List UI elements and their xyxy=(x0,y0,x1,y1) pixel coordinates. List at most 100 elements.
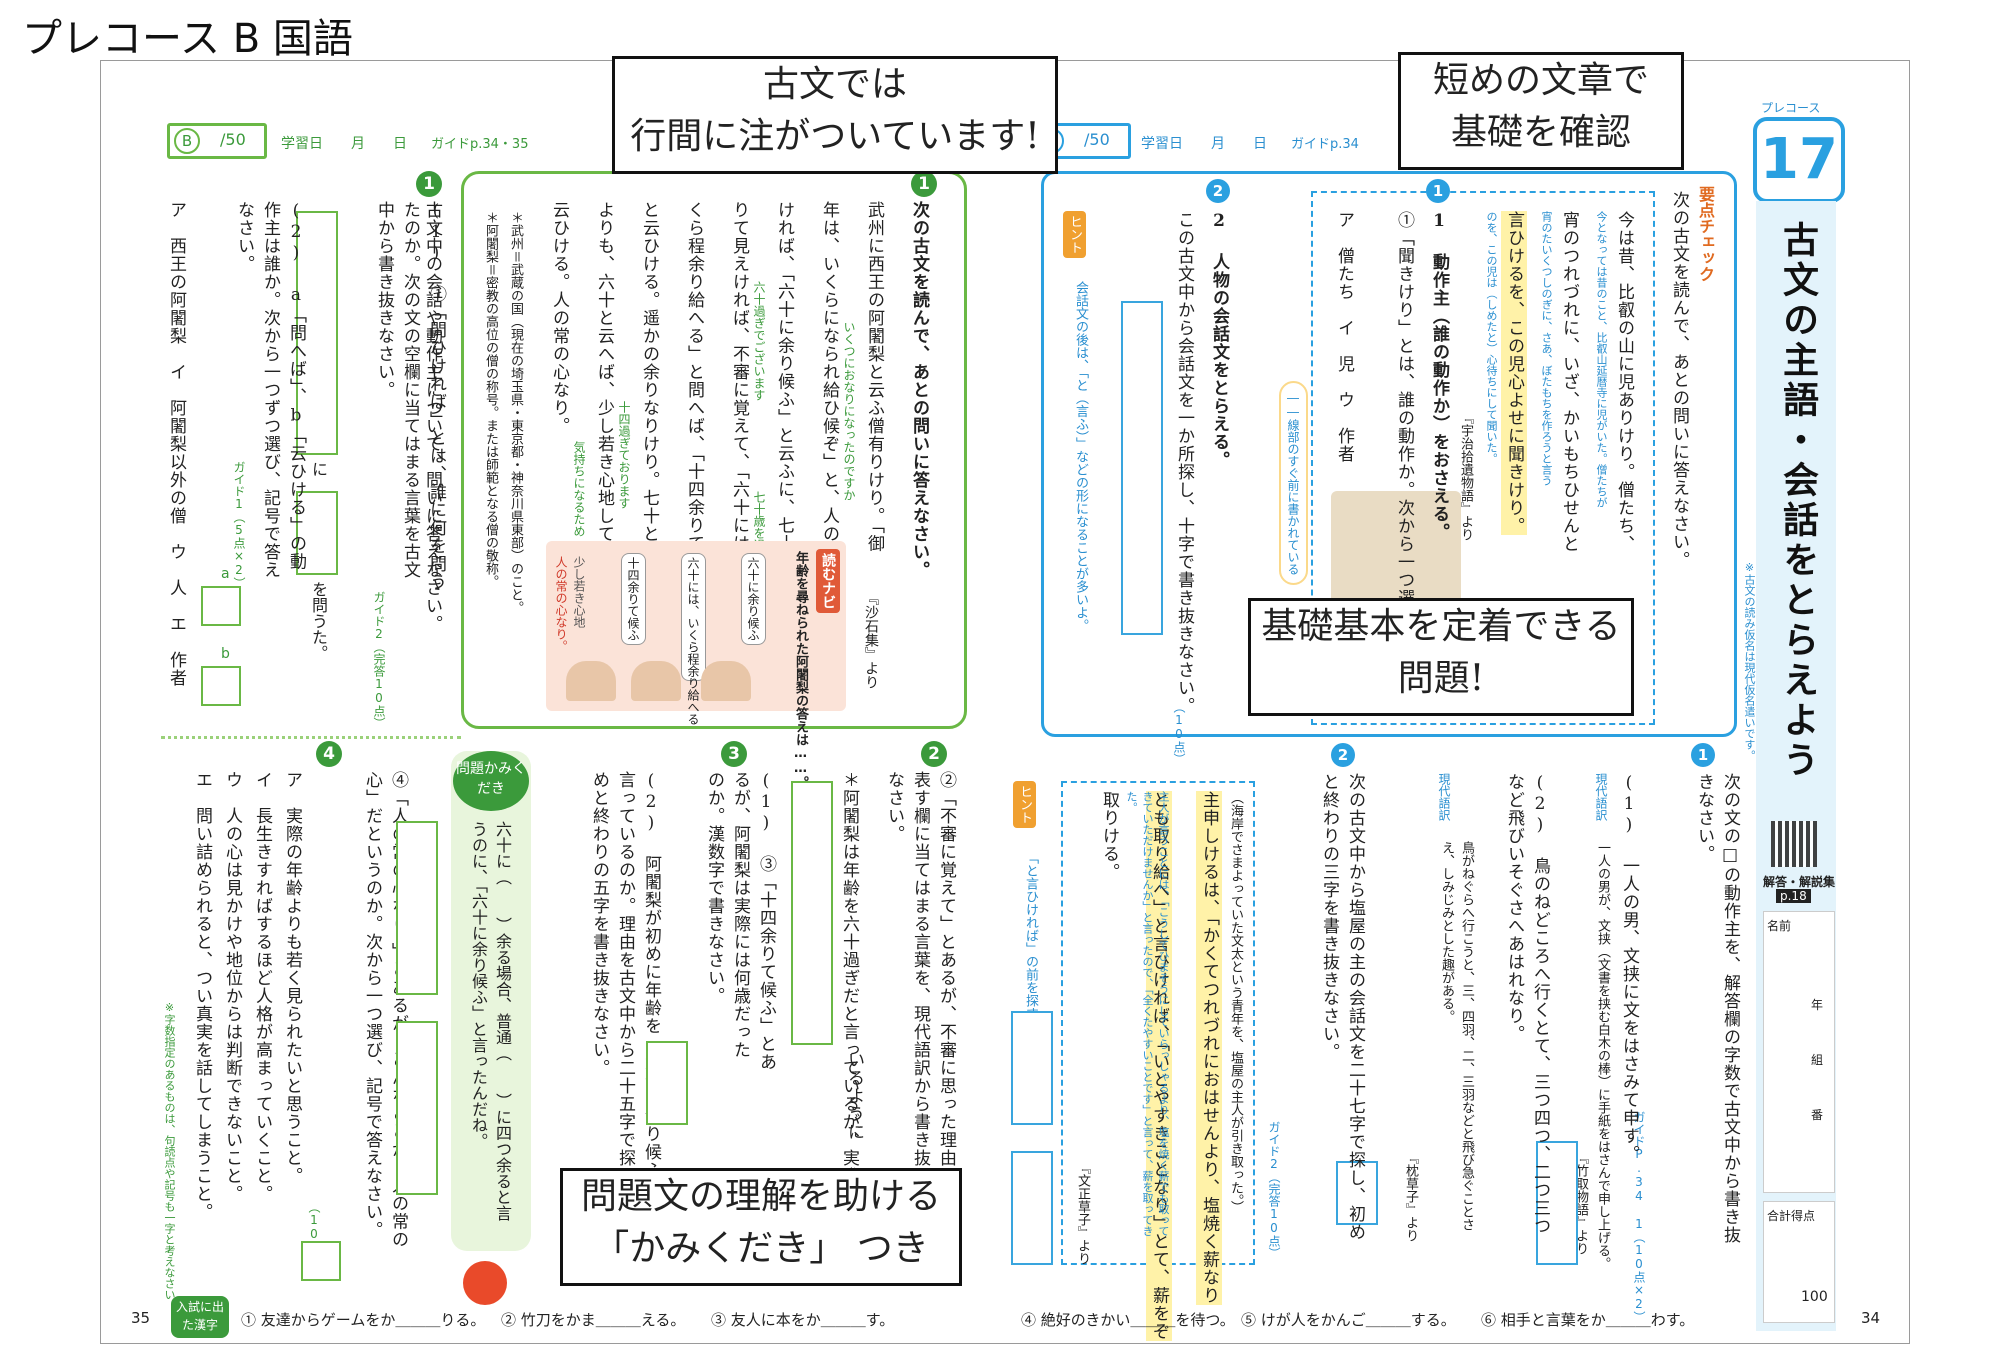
callout-3-line-1: 基礎基本を定着できる xyxy=(1261,606,1621,647)
answer-box-q3[interactable] xyxy=(646,1041,688,1125)
answer-box-q1b-2[interactable] xyxy=(1336,1161,1378,1225)
q2a-head: 2 人物の会話文をとらえる。 xyxy=(1209,211,1229,469)
q2a-hint: 会話文の後は、「と（言ふ）」などの形になることが多いよ。 xyxy=(1073,281,1088,632)
q1-p1: (1) ①「問ひければ」とは、誰に何を問うたのか。次の文の空欄に当てはまる言葉を… xyxy=(374,201,446,591)
q1-guide1: ガイド2（完答10点） xyxy=(372,591,386,729)
qr-page: p.18 xyxy=(1776,889,1811,903)
score-max-right: /50 xyxy=(1084,130,1110,149)
youten-frame xyxy=(1041,171,1737,737)
answer-box-q1b-1[interactable] xyxy=(1536,1141,1578,1265)
q1b-number: 1 xyxy=(416,171,442,197)
youten-head: 次の古文を読んで、あとの問いに答えなさい。 xyxy=(1669,191,1689,569)
answer-box-q4[interactable] xyxy=(301,1241,341,1281)
kanji-item-4: ④ 絶好のきかい＿＿＿を待つ。 xyxy=(1021,1311,1235,1329)
q2b-source: 『文正草子』より xyxy=(1075,1161,1090,1265)
kobun-line-7: よりも、六十と云へば、少し若き心地して、かく xyxy=(594,201,614,597)
answer-box-q2[interactable] xyxy=(791,781,833,1045)
q3-p1: (1) ③「十四余りて候ふ」とあるが、阿闍梨は実際には何歳だったのか。漢数字で書… xyxy=(704,771,776,1071)
q2a-text: この古文中から会話文を一か所探し、十字で書き抜きなさい。 xyxy=(1174,211,1194,715)
textbook-spread: B /50 学習日 月 日 ガイドp.34・35 1 次の古文を読んで、あとの問… xyxy=(100,60,1910,1344)
kamikudaki-text: 六十に（ ）余る場合、普通（ ）に四つ余ると言うのに、「六十に余り候ふ」と言った… xyxy=(469,821,512,1221)
q2a-points: （10点） xyxy=(1172,701,1186,765)
score-box: B /50 xyxy=(167,123,267,159)
callout-3-line-2: 問題! xyxy=(1397,658,1485,699)
youten-label: 要点チェック xyxy=(1696,186,1715,282)
gloss-2: 六十過ぎでございます xyxy=(752,281,766,401)
total-label: 合計得点 xyxy=(1767,1209,1816,1223)
q1-number: 1 xyxy=(911,171,937,197)
source: 『沙石集』より xyxy=(863,591,879,689)
q2-tail: いるように xyxy=(844,1051,864,1141)
note-1: ＊武州＝武蔵の国（現在の埼玉県・東京都・神奈川県東部）のこと。 xyxy=(508,211,523,614)
left-page: B /50 学習日 月 日 ガイドp.34・35 1 次の古文を読んで、あとの問… xyxy=(101,61,1001,1343)
navi-illustration-3 xyxy=(566,661,616,701)
navi-title: 読むナビ xyxy=(816,549,840,613)
kobun-line-3: ければ、「六十に余り候ふ」と云ふに、七十に余 xyxy=(774,201,794,589)
kamikudaki-title: 問題かみくだき xyxy=(456,761,526,797)
youten-line-2: 宵のつれづれに、いざ、かいもちひせんと xyxy=(1559,211,1579,553)
q1b-p2: (2) 鳥のねどころへ行くとて、三つ四つ、二つ三つなど飛びいそぐさへあはれなり。 xyxy=(1504,773,1550,1235)
q1a-bubble: ――線部のすぐ前に書かれている xyxy=(1279,381,1308,585)
answer-box-q2b-start[interactable] xyxy=(1011,1011,1053,1125)
q1b-p1: (1) 一人の男、文挟に文をはさみて申す。 xyxy=(1619,773,1639,1163)
page-title: プレコース B 国語 xyxy=(22,16,353,62)
callout-2-line-2: 基礎を確認 xyxy=(1450,112,1631,153)
navi-bubble-1: 六十に余り候ふ xyxy=(741,553,766,645)
q4-foot: ※字数指定のあるものは、句読点や記号も一字と考えなさい。 xyxy=(163,1001,176,1311)
q1-options: ア 西王の阿闍梨 イ 阿闍梨以外の僧 ウ 人 エ 作者 xyxy=(166,201,186,687)
q1a-head: 1 動作主（誰の動作か）をおさえる。 xyxy=(1429,211,1449,541)
total-area xyxy=(1763,1201,1835,1323)
kanji-label: 入試に出た漢字 xyxy=(175,1300,224,1332)
kanji-item-1: ① 友達からゲームをか＿＿＿りる。 xyxy=(241,1311,486,1329)
kamikudaki-badge: 問題かみくだき xyxy=(453,751,529,811)
answer-box-b[interactable] xyxy=(201,666,241,706)
answer-box-q2a[interactable] xyxy=(1121,301,1163,635)
qr-code-icon xyxy=(1771,821,1817,867)
answer-box-q4-start[interactable] xyxy=(396,821,438,995)
kobun-line-1: 武州に西王の阿闍梨と云ふ僧有りけり。「御 xyxy=(864,201,884,553)
q1-instruction: 次の古文を読んで、あとの問いに答えなさい。 xyxy=(909,201,929,579)
side-note: ※古文の読み仮名は現代仮名遣いです。 xyxy=(1743,561,1756,761)
q4-option-a: ア 実際の年齢よりも若く見られたいと思うこと。 xyxy=(282,771,302,1185)
page-number-left: 35 xyxy=(131,1309,151,1327)
mascot-icon xyxy=(463,1261,507,1305)
navi-illustration-2 xyxy=(631,661,681,701)
q2b-number: 2 xyxy=(1331,743,1355,767)
youten-gloss-2: 宵のたいくつしのぎに、さあ、ぼたもちを作ろうと言う xyxy=(1540,211,1553,486)
gloss-1: いくつにおなりになったのですか xyxy=(842,321,856,501)
q2b-line-1: 主申しけるは、「かくてつれづれにおはせんより、塩焼く薪なり xyxy=(1196,791,1222,1305)
q1b-trans-label-2: 現代語訳 xyxy=(1437,773,1451,821)
q1a-options: ア 僧たち イ 児 ウ 作者 xyxy=(1334,211,1354,463)
q2-note: ＊阿闍梨は年齢を六十過ぎだと言っているが、実際の見 xyxy=(839,771,859,1221)
answer-box-q1-1[interactable] xyxy=(296,211,338,455)
study-date: 学習日 月 日 xyxy=(281,136,407,152)
answer-box-q2b-end[interactable] xyxy=(1011,1151,1053,1265)
q4-option-b: イ 長生きすればするほど人格が高まっていくこと。 xyxy=(252,771,272,1203)
badge: B xyxy=(174,128,200,154)
gloss-4: 十四過ぎております xyxy=(617,401,631,509)
q3-p2: (2) 阿闍梨が初めに年齢を「六十に余り候ふ」と言っているのか。理由を古文中から… xyxy=(589,771,661,1221)
q2b-text: 次の古文中から塩屋の主の会話文を二十七字で探し、初めと終わりの三字を書き抜きなさ… xyxy=(1319,773,1365,1241)
kobun-line-5: くら程余り給へる」と問へば、「十四余りて候ふ」 xyxy=(684,201,704,607)
grade-class: 組 xyxy=(1811,1053,1824,1067)
gloss-5: 気持ちになるため xyxy=(572,441,586,537)
youten-dashed xyxy=(1311,191,1655,725)
note-2: ＊阿闍梨＝密教の高位の僧の称号。または師範となる僧の敬称。 xyxy=(483,211,498,588)
navi-bottom-1: 少し若き心地 xyxy=(572,556,586,628)
q1b-guide: ガイドP.34 1（10点×2） xyxy=(1632,1111,1646,1323)
answer-box-a[interactable] xyxy=(201,586,241,626)
q1b-trans-label-1: 現代語訳 xyxy=(1594,773,1608,821)
q1b-p2-trans: 鳥がねぐらへ行こうと、三、四羽、二、三羽などと飛び急ぐことさえ、しみじみとした趣… xyxy=(1439,841,1474,1231)
callout-1-line-2: 行間に注がついています! xyxy=(630,116,1040,157)
q4-number: 4 xyxy=(316,741,342,767)
answer-box-q1-2[interactable] xyxy=(296,491,338,575)
lesson-label: プレコース xyxy=(1761,101,1821,115)
lesson-title: 古文の主語・会話をとらえよう xyxy=(1777,221,1818,781)
name-area xyxy=(1763,911,1835,1193)
answer-box-q4-end[interactable] xyxy=(396,1021,438,1195)
kanji-item-5: ⑤ けが人をかんご＿＿＿する。 xyxy=(1241,1311,1456,1329)
q1a-text: ①「聞きけり」とは、誰の動作か。次から一つ選び xyxy=(1394,211,1414,625)
q1-fill1: に xyxy=(309,461,328,477)
name-label: 名前 xyxy=(1767,919,1792,933)
q2b-gloss: 主人が言うことには、「こうしてひまそうにしていらっしゃるより、塩を焼く薪でも取っ… xyxy=(1125,791,1170,1237)
